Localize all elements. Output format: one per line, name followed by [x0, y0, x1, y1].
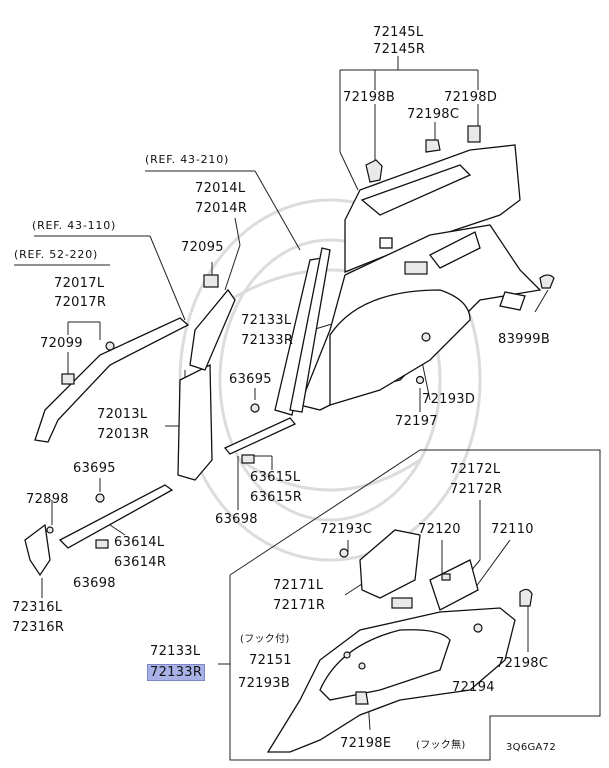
ref-43-210[interactable]: (REF. 43-210) [145, 153, 230, 166]
label-72110[interactable]: 72110 [491, 522, 534, 537]
label-72194[interactable]: 72194 [452, 680, 495, 695]
label-83999B[interactable]: 83999B [498, 332, 551, 347]
label-hook-without: (フック無) [416, 740, 466, 751]
label-72151[interactable]: 72151 [249, 653, 292, 668]
ref-52-220[interactable]: (REF. 52-220) [14, 248, 99, 261]
label-72120[interactable]: 72120 [418, 522, 461, 537]
clip-72198B [365, 159, 383, 183]
scuff-plate-63615 [223, 417, 297, 455]
ref-43-110[interactable]: (REF. 43-110) [32, 219, 117, 232]
label-72193D[interactable]: 72193D [422, 392, 476, 407]
label-72193C[interactable]: 72193C [320, 522, 373, 537]
label-72316R[interactable]: 72316R [12, 620, 65, 635]
label-72198D[interactable]: 72198D [444, 90, 498, 105]
label-72014R[interactable]: 72014R [195, 201, 248, 216]
label-72095[interactable]: 72095 [181, 240, 224, 255]
diagram-code: 3Q6GA72 [506, 742, 557, 753]
label-72133L-bottom[interactable]: 72133L [150, 644, 201, 659]
label-hook-with: (フック付) [240, 634, 290, 645]
label-72198E[interactable]: 72198E [340, 736, 392, 751]
label-72014L[interactable]: 72014L [195, 181, 246, 196]
label-72145R[interactable]: 72145R [373, 42, 426, 57]
label-72898[interactable]: 72898 [26, 492, 69, 507]
label-72316L[interactable]: 72316L [12, 600, 63, 615]
label-63615L[interactable]: 63615L [250, 470, 301, 485]
label-63698-mid[interactable]: 63698 [215, 512, 258, 527]
scuff-plate-63614 [58, 484, 174, 549]
label-72017L[interactable]: 72017L [54, 276, 105, 291]
label-63614R[interactable]: 63614R [114, 555, 167, 570]
pillar-trim-72013 [177, 363, 213, 481]
bracket-72316 [24, 523, 51, 577]
label-72145L[interactable]: 72145L [373, 25, 424, 40]
label-72172R[interactable]: 72172R [450, 482, 503, 497]
label-72017R[interactable]: 72017R [54, 295, 107, 310]
label-72171L[interactable]: 72171L [273, 578, 324, 593]
watermark [178, 198, 482, 562]
label-72133R-bottom-highlighted[interactable]: 72133R [147, 664, 206, 681]
label-72198B[interactable]: 72198B [343, 90, 396, 105]
label-72013R[interactable]: 72013R [97, 427, 150, 442]
label-72197[interactable]: 72197 [395, 414, 438, 429]
label-72099[interactable]: 72099 [40, 336, 83, 351]
label-72172L[interactable]: 72172L [450, 462, 501, 477]
clip-72198C [425, 139, 441, 153]
label-63695-mid[interactable]: 63695 [229, 372, 272, 387]
label-72198C-top[interactable]: 72198C [407, 107, 460, 122]
speaker-box-72171 [359, 529, 421, 599]
weatherstrip [34, 317, 190, 443]
label-63698-left[interactable]: 63698 [73, 576, 116, 591]
label-72198C-bottom[interactable]: 72198C [496, 656, 549, 671]
label-72193B[interactable]: 72193B [238, 676, 291, 691]
leader-lines [14, 56, 601, 761]
label-63615R[interactable]: 63615R [250, 490, 303, 505]
label-72133R-top[interactable]: 72133R [241, 333, 294, 348]
label-72171R[interactable]: 72171R [273, 598, 326, 613]
label-63614L[interactable]: 63614L [114, 535, 165, 550]
cover-72110 [429, 559, 479, 611]
label-72013L[interactable]: 72013L [97, 407, 148, 422]
label-63695-left[interactable]: 63695 [73, 461, 116, 476]
parts [24, 125, 555, 753]
label-72133L-top[interactable]: 72133L [241, 313, 292, 328]
clip-72198D [467, 125, 481, 143]
